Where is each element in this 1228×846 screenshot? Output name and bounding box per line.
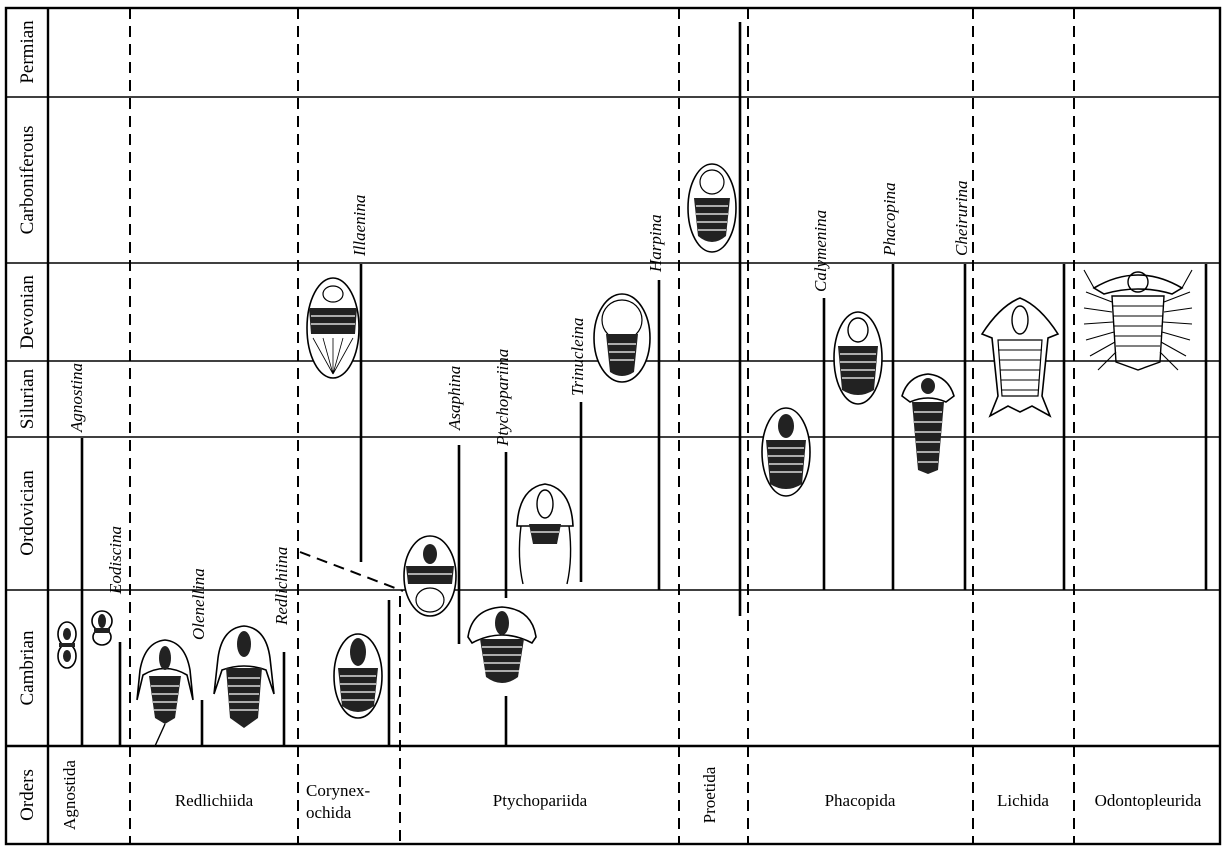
suborder-label-ptychopariina: Ptychopariina (493, 349, 512, 447)
order-label-corynexochida-line2: ochida (306, 803, 352, 822)
order-label-phacopida: Phacopida (825, 791, 896, 810)
order-label-corynexochida-line1: Corynex- (306, 781, 371, 800)
suborder-label-agnostina: Agnostina (67, 363, 86, 433)
period-label-cambrian: Cambrian (17, 630, 38, 705)
redlichiina-fossil (214, 626, 274, 728)
period-label-silurian: Silurian (17, 368, 38, 429)
trilobite-illustrations (58, 164, 1192, 746)
suborder-label-cheirurina: Cheirurina (952, 180, 971, 256)
suborder-label-asaphina: Asaphina (445, 366, 464, 431)
order-labels: Agnostida Redlichiida Corynex- ochida Pt… (60, 760, 1202, 830)
cheirurina-fossil (902, 374, 954, 474)
proetida-fossil (688, 164, 736, 252)
order-label-ptychopariida: Ptychopariida (493, 791, 588, 810)
order-label-odontopleurida: Odontopleurida (1095, 791, 1202, 810)
phacopina-fossil (834, 312, 882, 404)
calymenina-fossil (762, 408, 810, 496)
corynexochida-dashed-link (300, 552, 403, 591)
suborder-label-calymenina: Calymenina (811, 210, 830, 292)
odontopleurida-fossil (1084, 270, 1192, 370)
period-boundaries (6, 97, 1220, 746)
trinucleina-fossil (517, 484, 573, 584)
agnostina-fossil (58, 622, 76, 668)
lichida-fossil (982, 298, 1058, 416)
suborder-label-trinucleina: Trinucleina (568, 318, 587, 396)
suborder-label-harpina: Harpina (646, 214, 665, 273)
olenellina-fossil (137, 640, 193, 746)
suborder-label-eodiscina: Eodiscina (106, 526, 125, 595)
asaphina-fossil (404, 536, 456, 616)
illaenina-fossil (307, 278, 359, 378)
ptychopariina-fossil (468, 607, 536, 683)
harpina-fossil (594, 294, 650, 382)
diagram-frame (6, 8, 1220, 844)
suborder-label-redlichiina: Redlichiina (272, 547, 291, 626)
order-label-agnostida: Agnostida (60, 760, 79, 830)
order-label-proetida: Proetida (700, 766, 719, 823)
corynexochida-fossil (334, 634, 382, 718)
order-label-lichida: Lichida (997, 791, 1049, 810)
suborder-label-phacopina: Phacopina (880, 182, 899, 257)
orders-header: Orders (17, 769, 38, 821)
period-label-devonian: Devonian (17, 275, 38, 349)
order-label-redlichiida: Redlichiida (175, 791, 254, 810)
suborder-label-illaenina: Illaenina (350, 195, 369, 257)
suborder-labels: Agnostina Eodiscina Olenellina Redlichii… (67, 180, 971, 640)
eodiscina-fossil (92, 611, 112, 645)
suborder-label-olenellina: Olenellina (189, 568, 208, 640)
period-labels: Permian Carboniferous Devonian Silurian … (17, 20, 38, 821)
period-label-carboniferous: Carboniferous (17, 126, 38, 235)
period-label-permian: Permian (17, 20, 38, 84)
period-label-ordovician: Ordovician (17, 470, 38, 556)
